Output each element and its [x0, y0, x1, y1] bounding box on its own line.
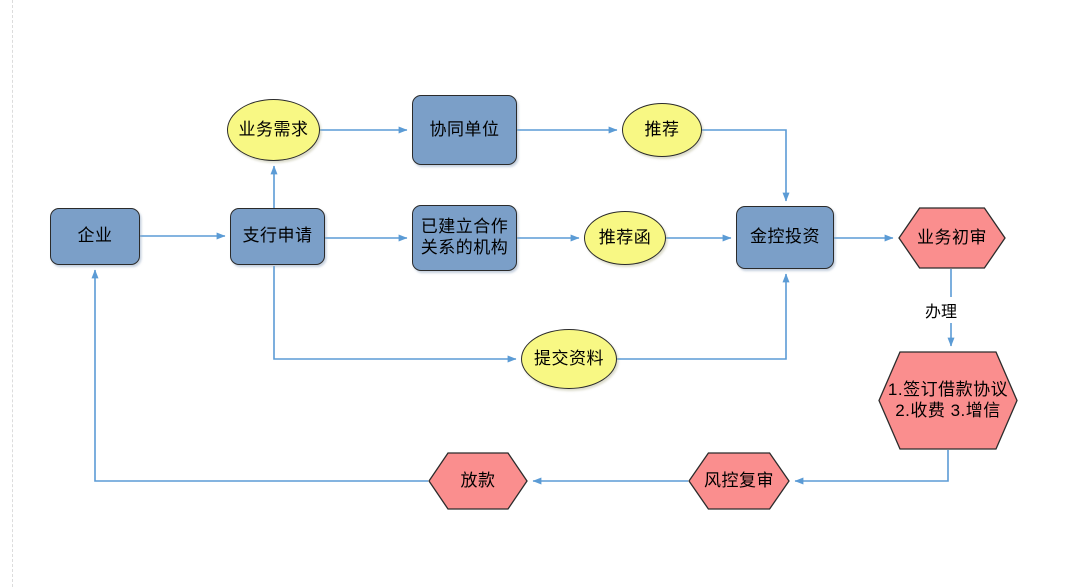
node-label-fengkong: 风控复审 — [704, 470, 774, 490]
node-fangkuan[interactable]: 放款 — [428, 452, 528, 510]
node-chushen[interactable]: 业务初审 — [898, 207, 1006, 269]
node-jinkong[interactable]: 金控投资 — [736, 206, 834, 269]
node-zhihang[interactable]: 支行申请 — [230, 208, 325, 265]
connector-qianding-to-fengkong — [794, 450, 949, 485]
node-qiye[interactable]: 企业 — [50, 208, 140, 265]
node-label-fangkuan: 放款 — [460, 470, 496, 490]
connector-fangkuan-to-qiye — [91, 269, 428, 482]
node-label-qiye: 企业 — [77, 226, 113, 246]
node-label-tijiao: 提交资料 — [534, 348, 604, 368]
hexagon-shape — [898, 207, 1006, 269]
hexagon-shape — [428, 452, 528, 510]
node-fengkong[interactable]: 风控复审 — [688, 452, 790, 510]
node-label-yewuxuqiu: 业务需求 — [238, 119, 309, 139]
node-label-qianding: 1.签订借款协议 2.收费 3.增信 — [887, 379, 1009, 420]
node-label-jigou: 已建立合作 关系的机构 — [420, 217, 509, 257]
node-tuijian[interactable]: 推荐 — [622, 103, 702, 157]
node-label-tuijianhan: 推荐函 — [598, 227, 652, 247]
connector-zhihang-to-tijiao — [273, 266, 517, 363]
hexagon-shape — [688, 452, 790, 510]
node-xietong[interactable]: 协同单位 — [412, 95, 517, 165]
node-label-tuijian: 推荐 — [644, 119, 680, 139]
edge-label-banli: 办理 — [921, 297, 962, 323]
node-tijiao[interactable]: 提交资料 — [521, 329, 617, 389]
page-margin-guide — [12, 0, 13, 587]
node-jigou[interactable]: 已建立合作 关系的机构 — [412, 205, 517, 271]
node-label-zhihang: 支行申请 — [242, 226, 313, 246]
node-label-jinkong: 金控投资 — [750, 227, 820, 247]
node-label-chushen: 业务初审 — [917, 227, 987, 247]
hexagon-shape — [878, 351, 1018, 450]
node-tuijianhan[interactable]: 推荐函 — [584, 211, 666, 265]
connector-tuijian-to-jinkong — [702, 129, 790, 202]
node-yewuxuqiu[interactable]: 业务需求 — [227, 99, 320, 161]
node-qianding[interactable]: 1.签订借款协议 2.收费 3.增信 — [878, 351, 1018, 450]
connector-tijiao-to-jinkong — [617, 273, 790, 360]
node-label-xietong: 协同单位 — [429, 119, 500, 139]
